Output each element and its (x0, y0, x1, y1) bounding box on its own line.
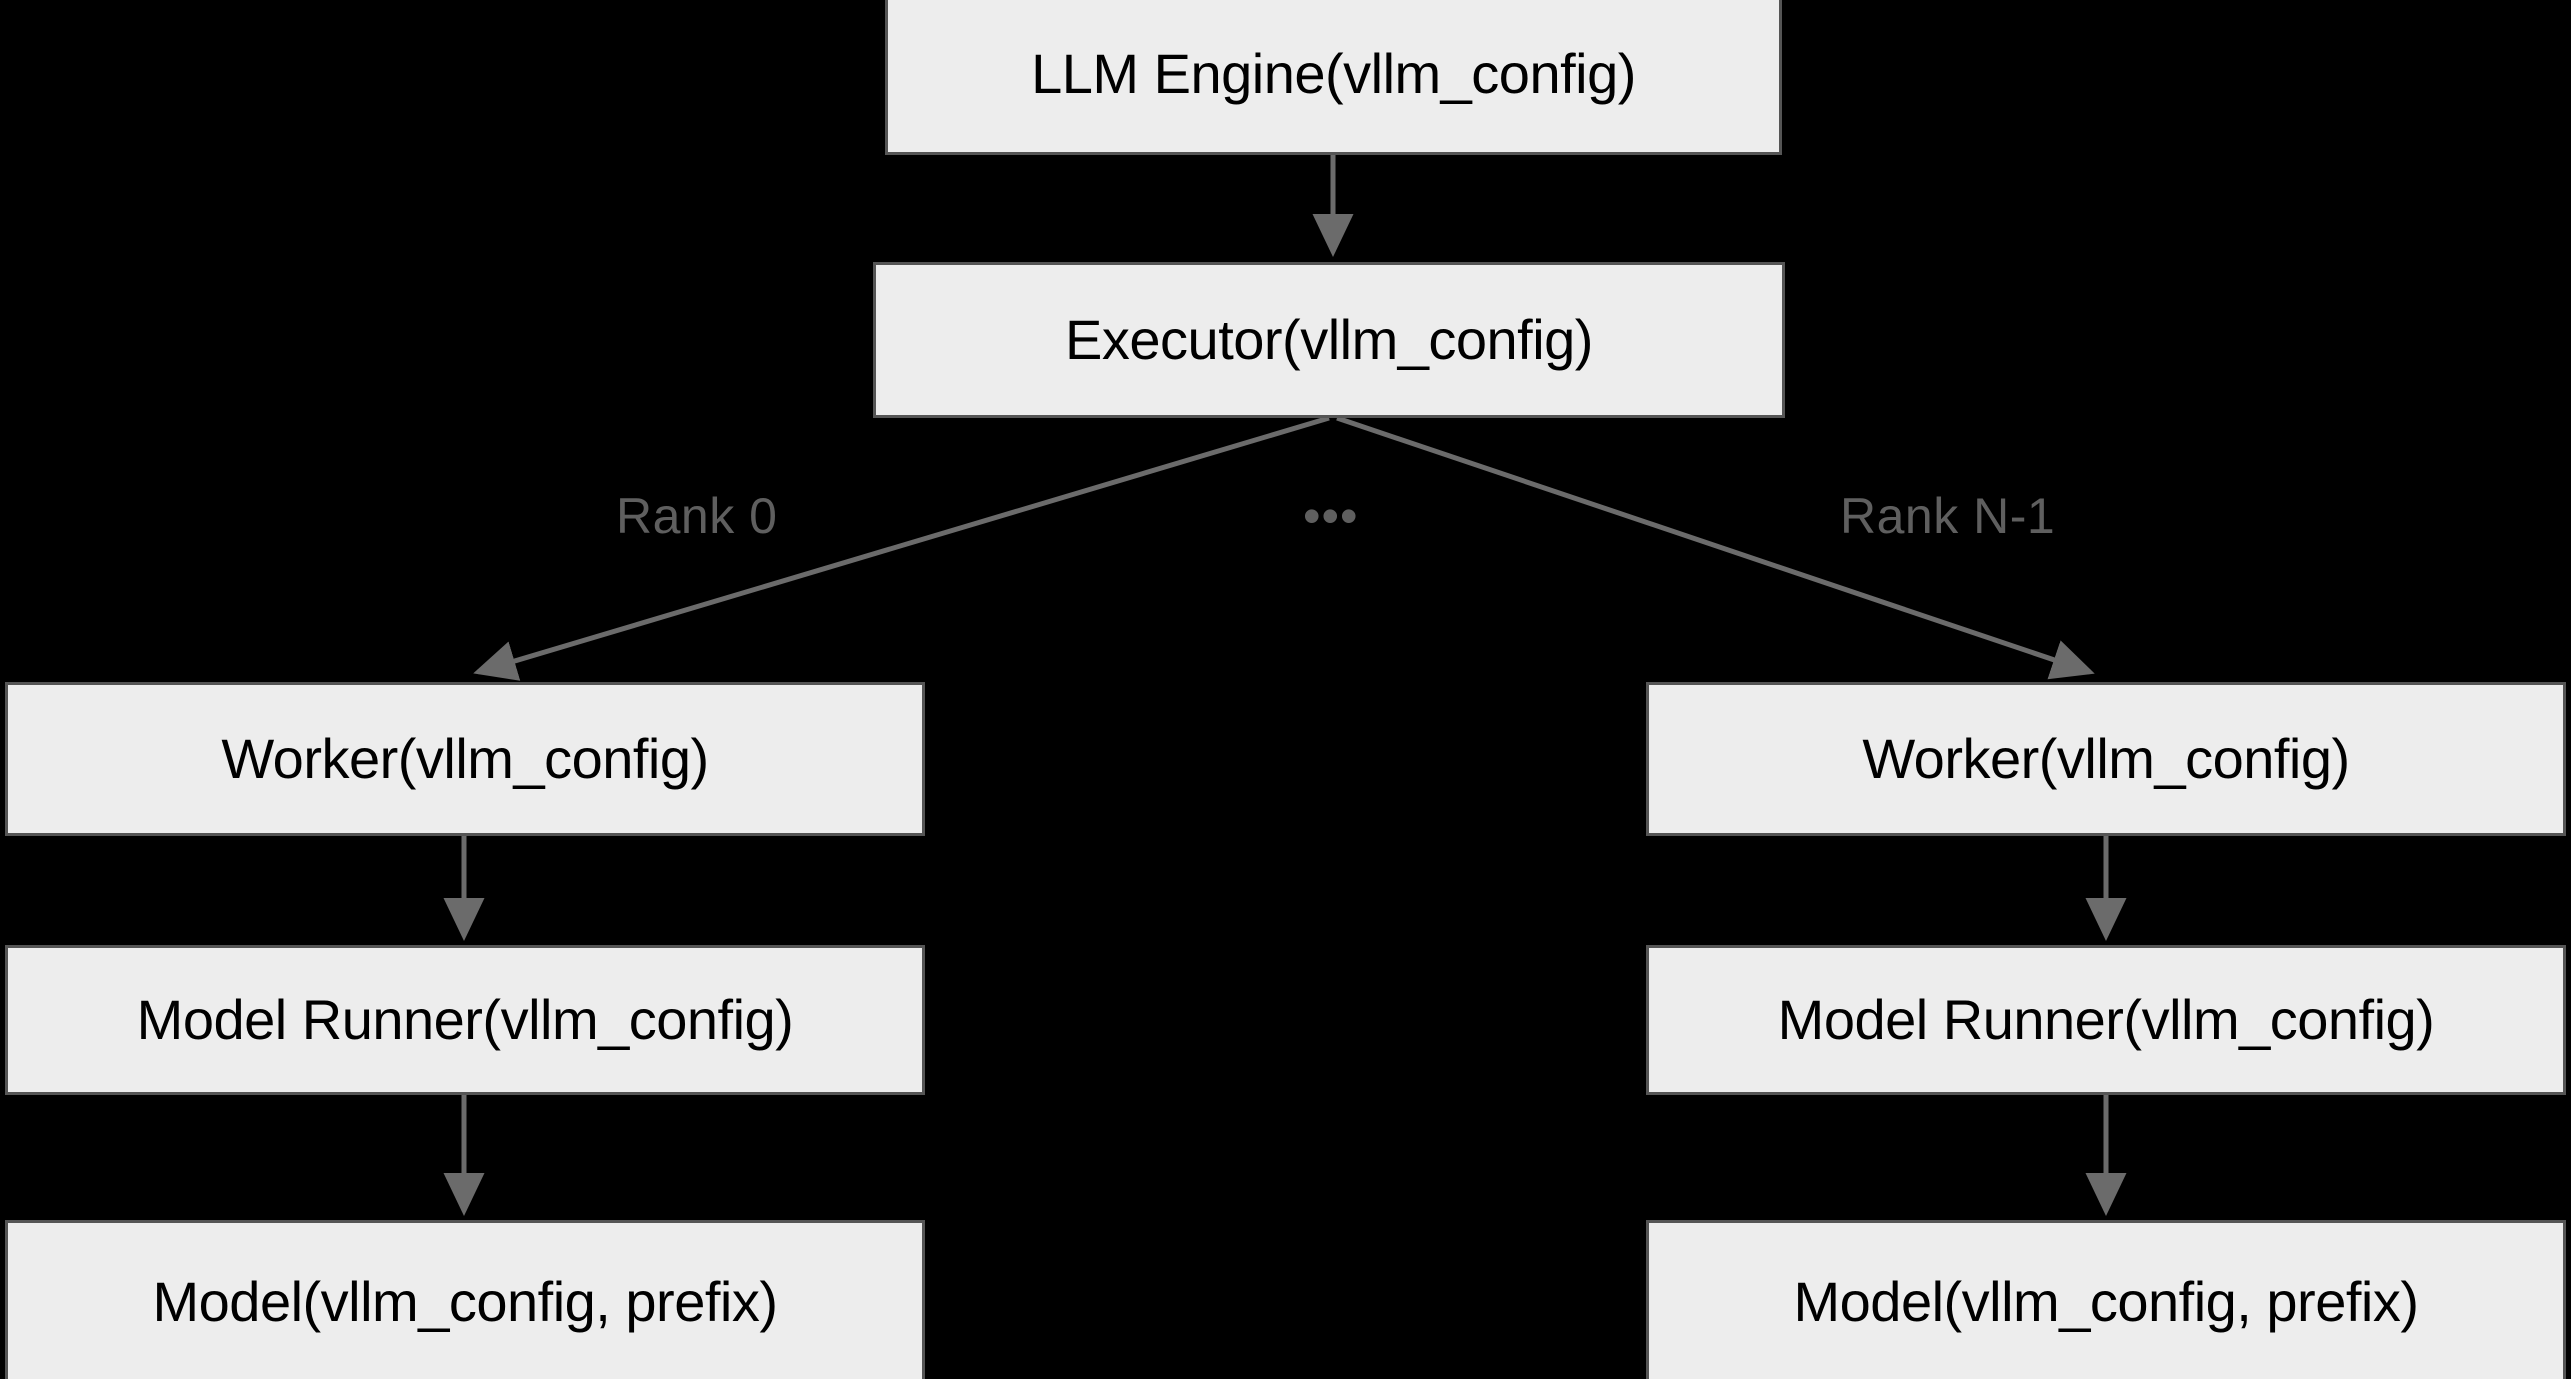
node-executor[interactable]: Executor(vllm_config) (873, 262, 1785, 418)
node-model-runner-rank0[interactable]: Model Runner(vllm_config) (5, 945, 925, 1095)
node-llm-engine[interactable]: LLM Engine(vllm_config) (885, 0, 1782, 155)
node-executor-label: Executor(vllm_config) (1065, 307, 1593, 371)
node-model-runner-rank0-label: Model Runner(vllm_config) (136, 987, 794, 1051)
node-model-rank-n-minus-1[interactable]: Model(vllm_config, prefix) (1646, 1220, 2566, 1379)
node-model-rank0-label: Model(vllm_config, prefix) (152, 1270, 778, 1334)
node-worker-rank-n-minus-1[interactable]: Worker(vllm_config) (1646, 682, 2566, 836)
edge-executor-to-worker-rank0 (473, 415, 1330, 681)
edge-label-rank-n-minus-1: Rank N-1 (1840, 488, 2056, 544)
node-worker-rank0-label: Worker(vllm_config) (221, 726, 709, 790)
edge-label-rank-0: Rank 0 (616, 488, 778, 544)
node-model-rank-n-minus-1-label: Model(vllm_config, prefix) (1793, 1270, 2419, 1334)
edge-label-ellipsis: ••• (1303, 488, 1359, 544)
node-model-runner-rank-n-minus-1[interactable]: Model Runner(vllm_config) (1646, 945, 2566, 1095)
node-llm-engine-label: LLM Engine(vllm_config) (1031, 42, 1636, 106)
node-model-rank0[interactable]: Model(vllm_config, prefix) (5, 1220, 925, 1379)
node-worker-rank0[interactable]: Worker(vllm_config) (5, 682, 925, 836)
node-model-runner-rank-n-minus-1-label: Model Runner(vllm_config) (1777, 987, 2435, 1051)
edge-executor-to-worker-rankn (1336, 415, 2095, 680)
node-worker-rank-n-minus-1-label: Worker(vllm_config) (1862, 726, 2350, 790)
